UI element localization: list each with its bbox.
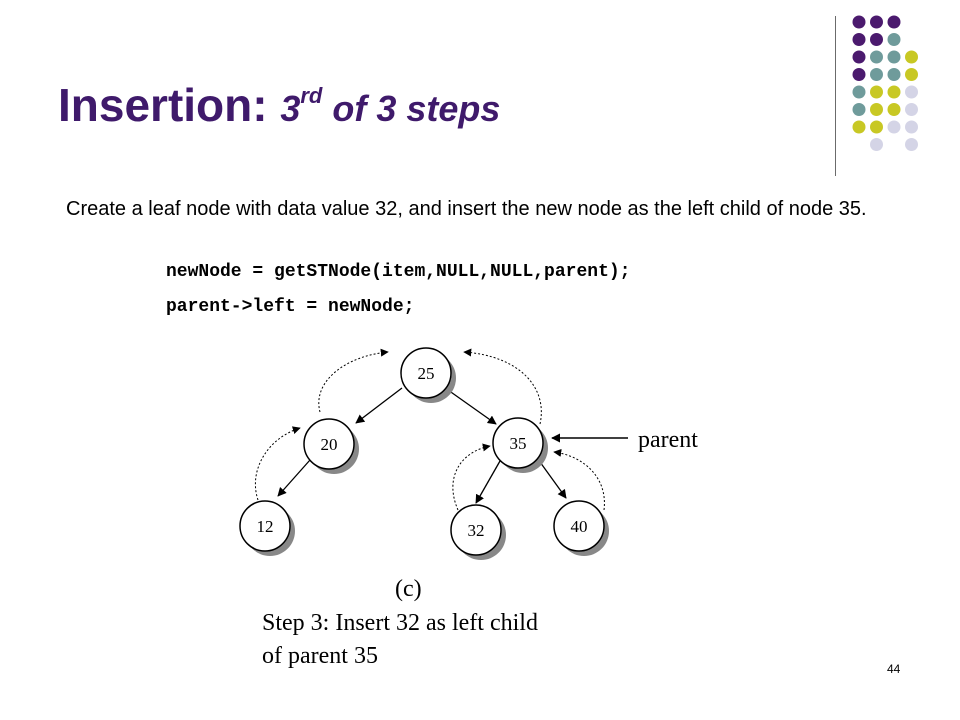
decor-dot [905,68,918,81]
parent-pointer-arc [452,443,491,511]
parent-pointer-arc [318,348,389,413]
node-label: 32 [468,521,485,540]
decor-dot [887,103,901,116]
title-sub-superscript: rd [300,83,323,108]
decor-dot [870,85,883,99]
decor-dot [905,103,918,116]
decor-dot [852,33,866,46]
decor-dot [852,103,866,116]
left-child-arrow [355,387,403,424]
decor-divider [835,16,836,176]
decor-dot [905,50,918,64]
left-child-arrow [277,459,311,497]
right-child-arrow [447,389,497,425]
tree-node: 20 [303,418,359,474]
decor-dot [887,120,901,134]
decor-dot [887,15,901,29]
node-label: 12 [257,517,274,536]
tree-node: 12 [239,500,295,556]
decor-dot [870,33,883,46]
decor-dot [870,120,883,134]
decor-dot [852,50,866,64]
decor-dot [905,138,918,151]
parent-pointer-arc [553,448,605,511]
decor-dot [870,50,883,64]
decor-dot [887,50,901,64]
decor-dot [870,68,883,81]
decor-dot [905,120,918,134]
decor-dot [852,15,866,29]
title-main: Insertion: [58,79,268,131]
node-label: 25 [418,364,435,383]
slide-title: Insertion: 3rd of 3 steps [58,78,500,133]
node-label: 40 [571,517,588,536]
parent-pointer-arc [463,348,542,425]
parent-label: parent [638,427,698,453]
decor-dot [870,103,883,116]
decor-dot [887,33,901,46]
caption-line: Step 3: Insert 32 as left child [262,610,538,636]
decor-dot [852,68,866,81]
decor-dot [905,85,918,99]
decor-dot [870,15,883,29]
title-sub-prefix: 3 [280,88,301,129]
code-line: newNode = getSTNode(item,NULL,NULL,paren… [166,262,631,282]
node-label: 20 [321,435,338,454]
decor-dot [887,85,901,99]
parent-pointer-arc [254,426,301,501]
caption-tag: (c) [395,576,422,602]
tree-node: 25 [400,347,456,403]
right-child-arrow [539,461,567,499]
decor-dot [852,120,866,134]
tree-node: 40 [553,500,609,556]
caption-line: of parent 35 [262,643,378,669]
tree-node: 35 [492,417,548,473]
decor-dot-grid [852,15,918,151]
title-sub-rest: of 3 steps [332,88,501,129]
decor-dot [887,68,901,81]
code-line: parent->left = newNode; [166,297,415,317]
page-number: 44 [887,662,901,676]
decor-dot [870,138,883,151]
node-label: 35 [510,434,527,453]
tree-node: 32 [450,504,506,560]
title-subtitle: 3rd of 3 steps [280,85,501,130]
left-child-arrow [475,460,501,504]
decor-dot [852,85,866,99]
body-text: Create a leaf node with data value 32, a… [66,198,867,220]
